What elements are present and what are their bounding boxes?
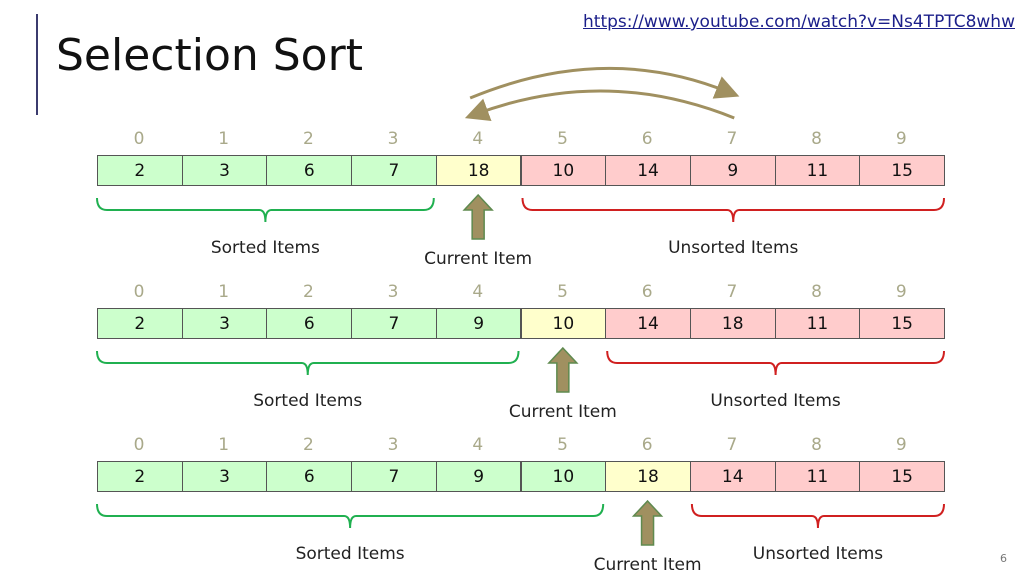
swap-arrow-forward xyxy=(469,66,740,100)
array-cell: 7 xyxy=(351,308,437,339)
array-cell: 7 xyxy=(351,155,437,186)
swap-arrow-back xyxy=(464,89,735,122)
array-cell: 3 xyxy=(181,155,268,186)
slide-number: 6 xyxy=(1000,552,1007,565)
index-label: 0 xyxy=(133,435,145,455)
index-label: 8 xyxy=(811,129,822,149)
index-label: 9 xyxy=(895,129,907,149)
array-cell: 6 xyxy=(266,308,353,339)
array-cell: 11 xyxy=(774,308,861,339)
array-cell: 18 xyxy=(689,308,776,339)
unsorted-brace xyxy=(606,350,945,376)
index-label: 9 xyxy=(895,282,907,302)
array-cell: 18 xyxy=(435,155,522,186)
array-cell: 18 xyxy=(605,461,691,492)
array-cell: 11 xyxy=(774,155,861,186)
index-label: 5 xyxy=(557,129,568,149)
array-cell: 9 xyxy=(435,308,522,339)
sorted-brace xyxy=(96,350,520,376)
index-label: 3 xyxy=(387,282,399,302)
sorted-brace xyxy=(96,503,605,529)
index-label: 4 xyxy=(472,282,484,302)
unsorted-items-label: Unsorted Items xyxy=(668,238,799,258)
youtube-link[interactable]: https://www.youtube.com/watch?v=Ns4TPTC8… xyxy=(583,12,1015,32)
current-item-label: Current Item xyxy=(593,555,702,575)
array-cell: 10 xyxy=(520,155,607,186)
index-label: 6 xyxy=(641,282,653,302)
array-cell: 9 xyxy=(689,155,776,186)
index-label: 4 xyxy=(472,435,484,455)
array-cell: 2 xyxy=(97,155,183,186)
array-cell: 3 xyxy=(181,308,268,339)
index-label: 6 xyxy=(641,435,653,455)
sorted-items-label: Sorted Items xyxy=(295,544,405,564)
index-label: 3 xyxy=(387,129,399,149)
array-cell: 6 xyxy=(266,461,353,492)
sorted-items-label: Sorted Items xyxy=(210,238,320,258)
index-label: 7 xyxy=(726,435,738,455)
index-label: 5 xyxy=(557,282,568,302)
index-label: 0 xyxy=(133,129,145,149)
unsorted-items-label: Unsorted Items xyxy=(710,391,841,411)
index-label: 8 xyxy=(811,282,822,302)
index-label: 1 xyxy=(218,435,230,455)
index-label: 0 xyxy=(133,282,145,302)
array-cell: 10 xyxy=(520,461,607,492)
index-label: 2 xyxy=(302,129,314,149)
current-item-arrow xyxy=(547,346,579,393)
index-label: 7 xyxy=(726,282,738,302)
index-label: 3 xyxy=(387,435,399,455)
array-cell: 10 xyxy=(520,308,607,339)
page-title: Selection Sort xyxy=(56,30,363,81)
index-label: 5 xyxy=(557,435,568,455)
index-label: 2 xyxy=(302,282,314,302)
index-label: 4 xyxy=(472,129,484,149)
index-label: 1 xyxy=(218,129,230,149)
index-label: 9 xyxy=(895,435,907,455)
array-cell: 14 xyxy=(605,155,691,186)
index-label: 2 xyxy=(302,435,314,455)
array-cell: 2 xyxy=(97,308,183,339)
array-cell: 6 xyxy=(266,155,353,186)
unsorted-items-label: Unsorted Items xyxy=(752,544,884,564)
index-label: 1 xyxy=(218,282,230,302)
array-cell: 15 xyxy=(859,308,945,339)
unsorted-brace xyxy=(521,197,945,223)
index-label: 6 xyxy=(641,129,653,149)
unsorted-brace xyxy=(690,503,945,529)
sorted-brace xyxy=(96,197,435,223)
current-item-arrow xyxy=(462,193,494,240)
index-label: 8 xyxy=(811,435,822,455)
sorted-items-label: Sorted Items xyxy=(253,391,363,411)
array-cell: 15 xyxy=(859,155,945,186)
index-label: 7 xyxy=(726,129,738,149)
array-cell: 2 xyxy=(97,461,183,492)
array-cell: 9 xyxy=(435,461,522,492)
array-cell: 3 xyxy=(181,461,268,492)
title-accent-line xyxy=(36,14,38,115)
current-item-arrow xyxy=(631,499,664,546)
current-item-label: Current Item xyxy=(424,249,533,269)
array-cell: 11 xyxy=(774,461,861,492)
current-item-label: Current Item xyxy=(508,402,617,422)
array-cell: 15 xyxy=(859,461,945,492)
